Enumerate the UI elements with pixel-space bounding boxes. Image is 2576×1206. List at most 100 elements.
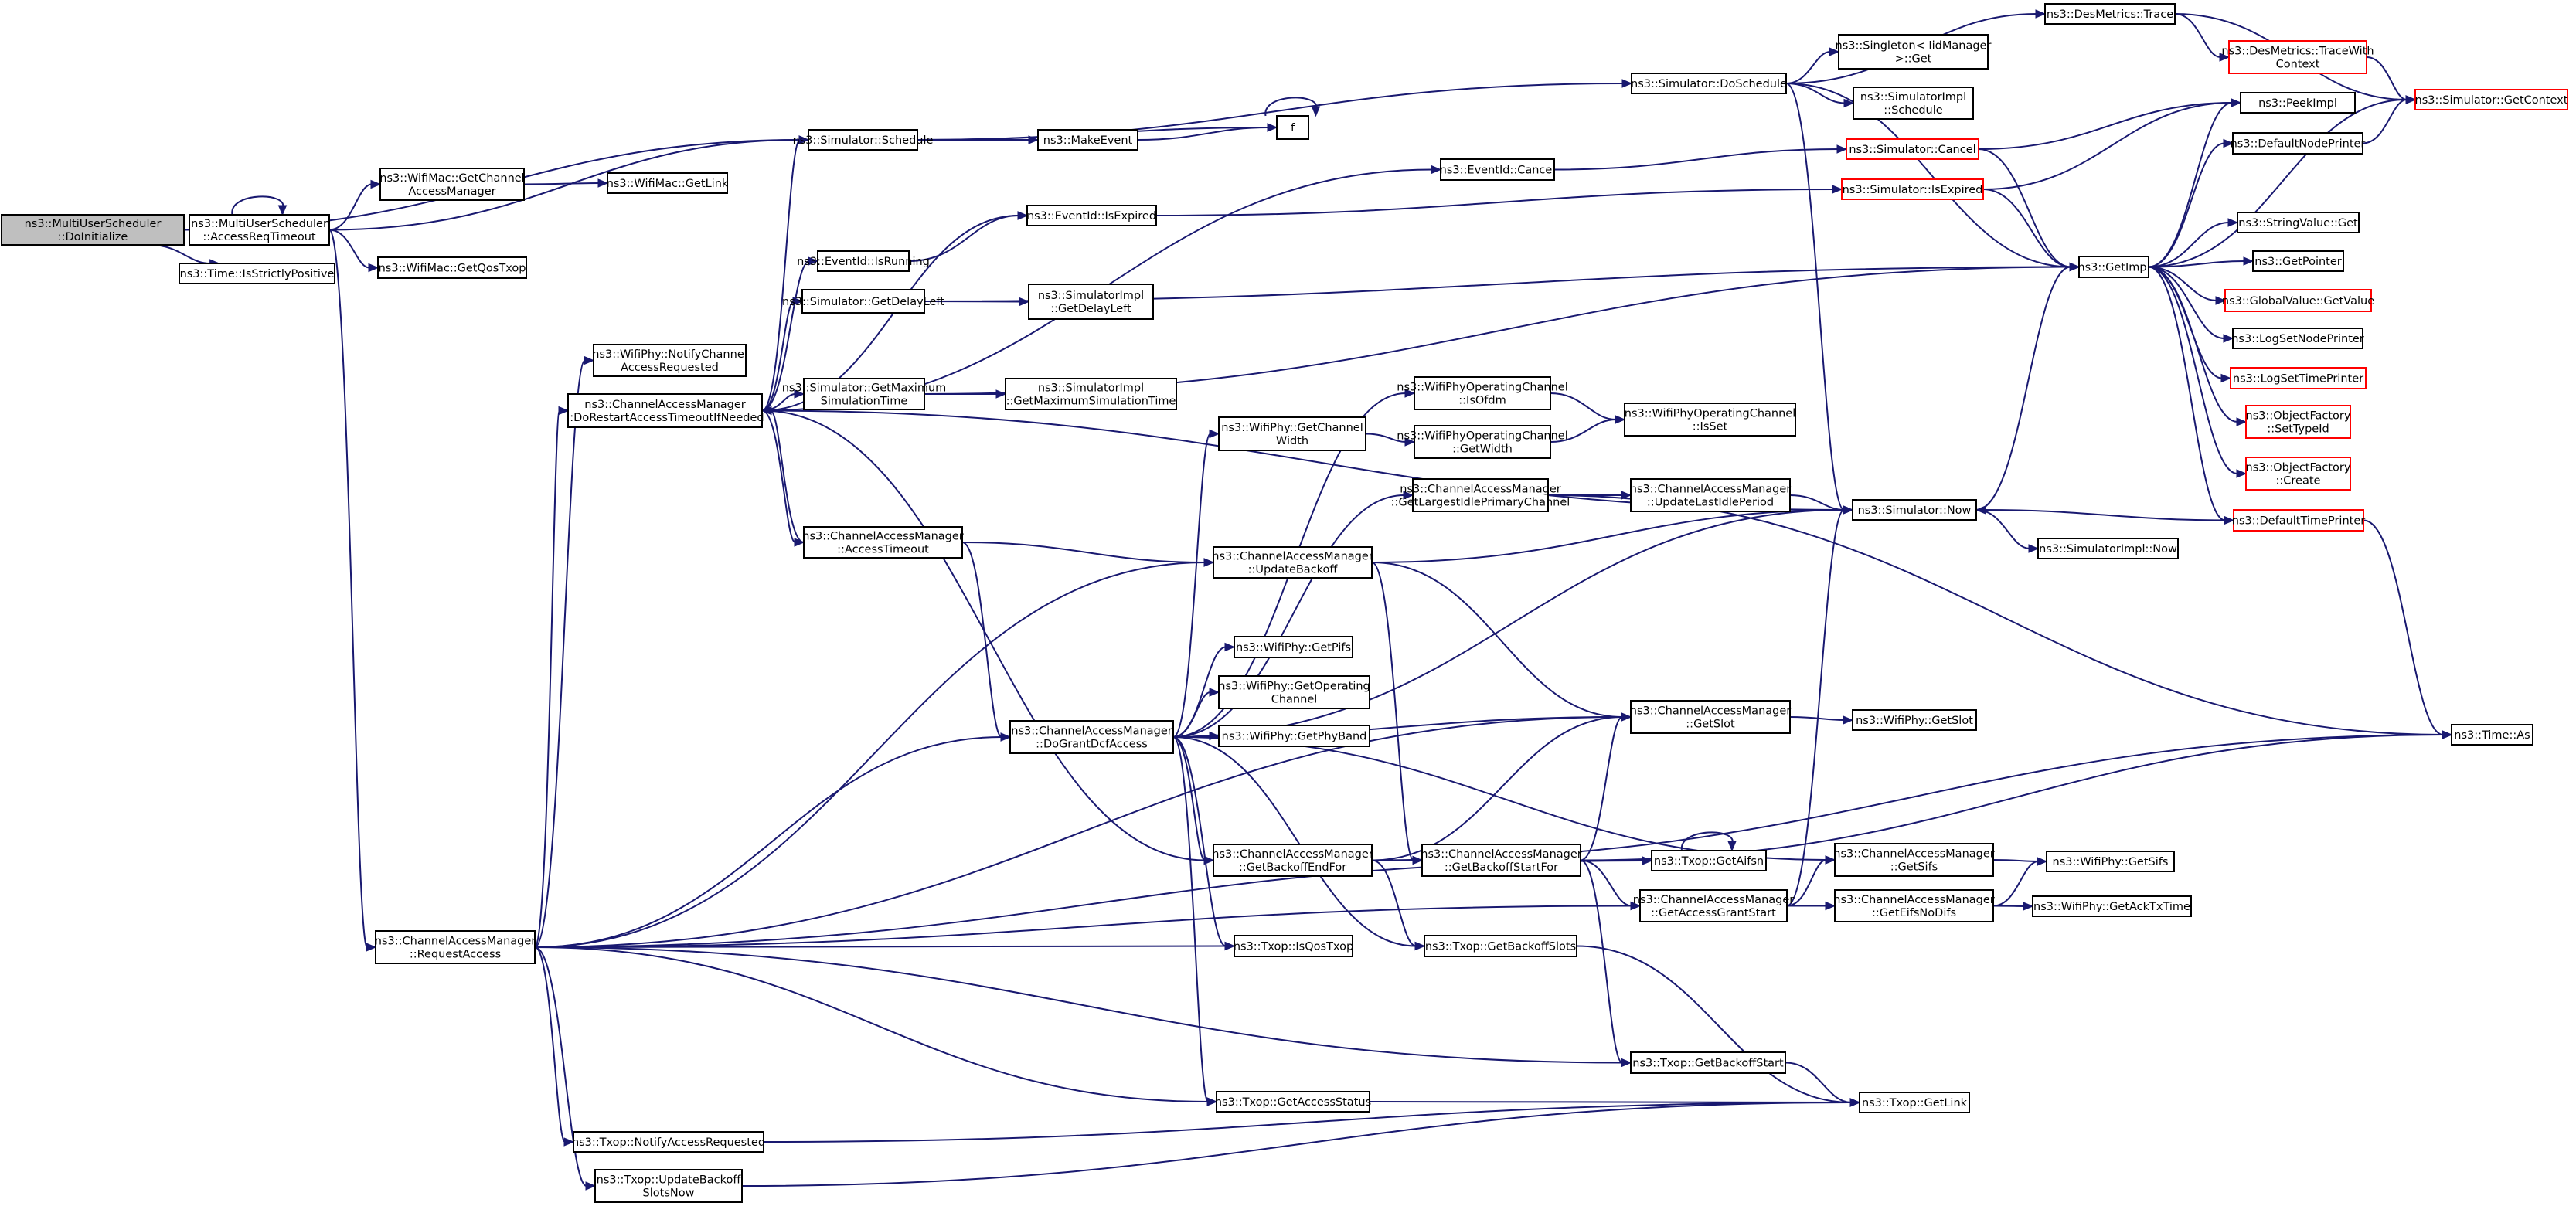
node-ns3-txop-notifyaccessrequested[interactable]: ns3::Txop::NotifyAccessRequested (572, 1131, 765, 1153)
node-box (1853, 87, 1974, 120)
node-ns3-defaultnodeprinter[interactable]: ns3::DefaultNodePrinter (2231, 132, 2366, 155)
node-ns3-logsettimeprinter[interactable]: ns3::LogSetTimePrinter (2230, 367, 2367, 389)
node-ns3-wifiphy-getpifs[interactable]: ns3::WifiPhy::GetPifs (1234, 636, 1353, 658)
node-ns3-channelaccessmanager-getslot[interactable]: ns3::ChannelAccessManager::GetSlot (1630, 700, 1792, 734)
node-f[interactable]: f (1276, 115, 1309, 140)
node-ns3-txop-getaccessstatus[interactable]: ns3::Txop::GetAccessStatus (1215, 1091, 1371, 1113)
node-ns3-channelaccessmanager-updatebackoff[interactable]: ns3::ChannelAccessManager::UpdateBackoff (1212, 546, 1373, 579)
edge-line (328, 183, 373, 231)
node-ns3-getimpl[interactable]: ns3::GetImpl (2077, 256, 2150, 278)
node-ns3-simulator-isexpired[interactable]: ns3::Simulator::IsExpired (1841, 178, 1984, 200)
edge-line (761, 139, 801, 412)
node-ns3-txop-getlink[interactable]: ns3::Txop::GetLink (1859, 1092, 1970, 1113)
edge-n22-to-n23 (2148, 218, 2239, 268)
node-ns3-simulatorimpl-now[interactable]: ns3::SimulatorImpl::Now (2037, 538, 2179, 559)
node-ns3-wifimac-getlink[interactable]: ns3::WifiMac::GetLink (607, 172, 729, 194)
edge-arrowhead (1209, 429, 1220, 439)
node-ns3-channelaccessmanager-getaccessgrantstart[interactable]: ns3::ChannelAccessManager::GetAccessGran… (1633, 889, 1795, 922)
node-ns3-objectfactory-create[interactable]: ns3::ObjectFactory::Create (2245, 457, 2351, 491)
node-ns3-eventid-isrunning[interactable]: ns3::EventId::IsRunning (797, 250, 930, 272)
node-ns3-defaulttimeprinter[interactable]: ns3::DefaultTimePrinter (2232, 509, 2365, 532)
node-ns3-globalvalue-getvalue[interactable]: ns3::GlobalValue::GetValue (2222, 289, 2374, 312)
node-ns3-logsetnodeprinter[interactable]: ns3::LogSetNodePrinter (2231, 328, 2364, 349)
node-ns3-getpointer[interactable]: ns3::GetPointer (2252, 250, 2344, 272)
edge-n9-to-n9 (1264, 97, 1321, 117)
node-ns3-channelaccessmanager-getbackoffstartfor[interactable]: ns3::ChannelAccessManager::GetBackoffSta… (1421, 844, 1582, 877)
node-box (2032, 895, 2192, 917)
node-ns3-simulator-getdelayleft[interactable]: ns3::Simulator::GetDelayLeft (782, 289, 944, 314)
node-ns3-wifiphyoperatingchannel-isset[interactable]: ns3::WifiPhyOperatingChannel::IsSet (1624, 403, 1796, 437)
node-ns3-multiuserscheduler-doinitialize[interactable]: ns3::MultiUserScheduler::DoInitialize (1, 214, 185, 246)
node-box (375, 930, 536, 964)
node-box (1037, 129, 1138, 151)
node-ns3-txop-isqostxop[interactable]: ns3::Txop::IsQosTxop (1234, 935, 1353, 957)
node-ns3-simulatorimpl-getdelayleft[interactable]: ns3::SimulatorImpl::GetDelayLeft (1028, 284, 1154, 320)
node-box (2233, 509, 2364, 532)
node-label: ns3::Txop::IsQosTxop (1234, 941, 1353, 953)
node-ns3-txop-getaifsn[interactable]: ns3::Txop::GetAifsn (1651, 850, 1767, 871)
node-ns3-channelaccessmanager-accesstimeout[interactable]: ns3::ChannelAccessManager::AccessTimeout (802, 526, 964, 559)
node-label: ns3::Txop::GetBackoffSlots (1425, 941, 1576, 953)
node-label: ns3::Txop::GetAccessStatus (1215, 1096, 1371, 1109)
node-label: ns3::ChannelAccessManager (1833, 894, 1995, 906)
node-ns3-channelaccessmanager-dograntdcfaccess[interactable]: ns3::ChannelAccessManager::DoGrantDcfAcc… (1009, 720, 1174, 754)
node-label: ns3::ChannelAccessManager (1212, 551, 1373, 563)
node-ns3-time-isstrictlypositive[interactable]: ns3::Time::IsStrictlyPositive (179, 263, 335, 284)
node-ns3-txop-getbackoffslots[interactable]: ns3::Txop::GetBackoffSlots (1424, 935, 1577, 957)
node-label: ns3::StringValue::Get (2238, 217, 2358, 229)
node-box (1846, 138, 1979, 160)
node-label: ns3::ChannelAccessManager (1421, 848, 1582, 861)
node-label: ns3::ChannelAccessManager (1212, 848, 1373, 861)
node-ns3-txop-getbackoffstart[interactable]: ns3::Txop::GetBackoffStart (1630, 1051, 1786, 1074)
node-ns3-stringvalue-get[interactable]: ns3::StringValue::Get (2237, 212, 2360, 233)
node-ns3-wifiphyoperatingchannel-getwidth[interactable]: ns3::WifiPhyOperatingChannel::GetWidth (1397, 425, 1568, 459)
node-box (1218, 675, 1370, 709)
node-ns3-channelaccessmanager-getsifs[interactable]: ns3::ChannelAccessManager::GetSifs (1833, 843, 1995, 877)
node-ns3-simulator-getmaximum-simulationtime[interactable]: ns3::Simulator::GetMaximumSimulationTime (782, 378, 947, 410)
node-ns3-wifiphyoperatingchannel-isofdm[interactable]: ns3::WifiPhyOperatingChannel::IsOfdm (1397, 376, 1568, 410)
node-ns3-multiuserscheduler-accessreqtimeout[interactable]: ns3::MultiUserScheduler::AccessReqTimeou… (189, 214, 330, 246)
node-ns3-simulator-cancel[interactable]: ns3::Simulator::Cancel (1846, 138, 1979, 160)
node-label: ns3::SimulatorImpl::Now (2039, 543, 2177, 555)
node-ns3-channelaccessmanager-requestaccess[interactable]: ns3::ChannelAccessManager::RequestAccess (375, 930, 536, 964)
node-ns3-objectfactory-settypeid[interactable]: ns3::ObjectFactory::SetTypeId (2245, 405, 2351, 439)
node-ns3-simulator-schedule[interactable]: ns3::Simulator::Schedule (793, 129, 934, 151)
node-ns3-wifimac-getqostxop[interactable]: ns3::WifiMac::GetQosTxop (377, 256, 527, 279)
edge-arrowhead (1404, 437, 1416, 447)
node-ns3-simulator-getcontext[interactable]: ns3::Simulator::GetContext (2414, 89, 2568, 110)
node-ns3-time-as[interactable]: ns3::Time::As (2451, 724, 2533, 746)
node-ns3-wifiphy-getphyband[interactable]: ns3::WifiPhy::GetPhyBand (1218, 725, 1370, 747)
node-ns3-simulatorimpl-getmaximumsimulationtime[interactable]: ns3::SimulatorImpl::GetMaximumSimulation… (1005, 378, 1177, 410)
edge-n19-to-n16 (1978, 98, 2242, 150)
edge-arrowhead (2028, 544, 2040, 553)
node-ns3-channelaccessmanager-getlargestidleprimarychannel[interactable]: ns3::ChannelAccessManager::GetLargestIdl… (1391, 478, 1570, 512)
edge-line (1553, 148, 1839, 171)
edge-line (770, 409, 805, 543)
node-ns3-simulatorimpl-schedule[interactable]: ns3::SimulatorImpl::Schedule (1853, 87, 1974, 120)
node-ns3-channelaccessmanager-dorestartaccesstimeoutifneeded[interactable]: ns3::ChannelAccessManager::DoRestartAcce… (566, 393, 764, 428)
node-ns3-singleton-iidmanager-get[interactable]: ns3::Singleton< IidManager>::Get (1836, 34, 1992, 70)
node-ns3-peekimpl[interactable]: ns3::PeekImpl (2240, 92, 2356, 114)
node-ns3-wifiphy-notifychannel-accessrequested[interactable]: ns3::WifiPhy::NotifyChannelAccessRequest… (592, 344, 747, 377)
node-ns3-channelaccessmanager-geteifsnodifs[interactable]: ns3::ChannelAccessManager::GetEifsNoDifs (1833, 889, 1995, 922)
node-ns3-simulator-doschedule[interactable]: ns3::Simulator::DoSchedule (1631, 73, 1787, 94)
node-ns3-wifiphy-getacktxtime[interactable]: ns3::WifiPhy::GetAckTxTime (2032, 895, 2192, 917)
node-ns3-eventid-cancel[interactable]: ns3::EventId::Cancel (1440, 158, 1556, 181)
node-label: ns3::WifiPhy::NotifyChannel (592, 348, 747, 361)
node-ns3-simulator-now[interactable]: ns3::Simulator::Now (1852, 499, 1977, 521)
node-ns3-wifiphy-getslot[interactable]: ns3::WifiPhy::GetSlot (1852, 709, 1977, 731)
node-ns3-wifiphy-getsifs[interactable]: ns3::WifiPhy::GetSifs (2046, 851, 2175, 872)
node-ns3-channelaccessmanager-getbackoffendfor[interactable]: ns3::ChannelAccessManager::GetBackoffEnd… (1212, 844, 1373, 877)
node-ns3-channelaccessmanager-updatelastidleperiod[interactable]: ns3::ChannelAccessManager::UpdateLastIdl… (1630, 478, 1792, 512)
node-ns3-makeevent[interactable]: ns3::MakeEvent (1037, 129, 1138, 151)
edge-arrowhead (2223, 334, 2234, 343)
edge-n64-to-n67 (1576, 945, 1861, 1107)
node-ns3-desmetrics-trace[interactable]: ns3::DesMetrics::Trace (2044, 3, 2176, 25)
node-ns3-eventid-isexpired[interactable]: ns3::EventId::IsExpired (1026, 205, 1157, 226)
edge-n5-to-n65 (534, 946, 1632, 1068)
